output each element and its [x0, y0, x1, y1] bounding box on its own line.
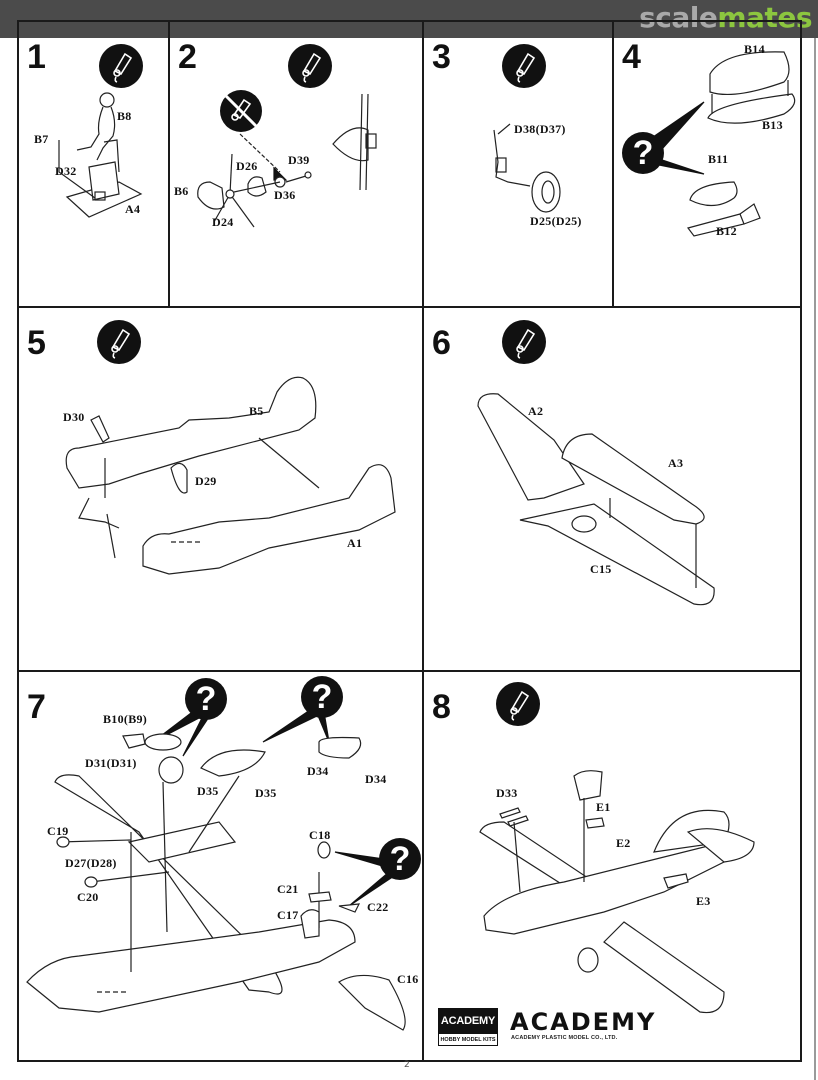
- option-question-icon: ?: [622, 132, 664, 174]
- part-label: C19: [47, 824, 69, 838]
- part-label: D39: [288, 153, 310, 167]
- part-label: D26: [236, 159, 258, 173]
- part-label: E1: [596, 800, 611, 814]
- part-label: C16: [397, 972, 419, 986]
- part-label: D33: [496, 786, 518, 800]
- step-5-panel: 5 D30 B5 D29 A1: [17, 306, 424, 672]
- part-label: D35: [197, 784, 219, 798]
- part-label: A2: [528, 404, 544, 418]
- part-label: B11: [708, 152, 729, 166]
- step-5-drawing: [65, 376, 396, 575]
- step-4-drawing: [639, 51, 796, 237]
- glue-icon: [97, 320, 141, 364]
- step-4-panel: 4 ? B14 B13 B11 B12: [612, 20, 802, 308]
- part-label: B10(B9): [103, 712, 148, 726]
- step-7-panel: 7 ? ? ? B10(B9) D31(D31) D35 D35 D34: [17, 670, 424, 1062]
- part-label: D31(D31): [85, 756, 137, 770]
- step-6-panel: 6 A2 A3 C15: [422, 306, 802, 672]
- step-number: 1: [27, 38, 46, 76]
- part-label: D36: [274, 188, 296, 202]
- academy-logo-box: ACADEMY HOBBY MODEL KITS: [438, 1008, 498, 1046]
- scalemates-watermark: scalemates: [639, 1, 812, 34]
- glue-icon: [502, 44, 546, 88]
- top-band: scalemates: [0, 0, 818, 38]
- part-label: B8: [117, 109, 132, 123]
- step-7-drawing: [26, 707, 406, 1031]
- page-edge: [814, 38, 816, 1080]
- step-number: 8: [432, 688, 451, 726]
- part-label: A3: [668, 456, 684, 470]
- part-label: D25(D25): [530, 214, 582, 228]
- glue-icon: [496, 682, 540, 726]
- no-glue-icon: [220, 90, 262, 132]
- part-label: B12: [716, 224, 737, 238]
- step-8-drawing: [479, 770, 755, 1014]
- part-label: C22: [367, 900, 389, 914]
- part-label: E2: [616, 836, 631, 850]
- part-label: A4: [125, 202, 141, 216]
- part-label: D30: [63, 410, 85, 424]
- step-number: 7: [27, 688, 46, 726]
- part-label: A1: [347, 536, 363, 550]
- part-label: D34: [307, 764, 329, 778]
- part-label: C21: [277, 882, 299, 896]
- step-number: 4: [622, 38, 641, 76]
- part-label: D24: [212, 215, 234, 229]
- step-1-drawing: [58, 92, 143, 218]
- part-label: D38(D37): [514, 122, 566, 136]
- option-question-icon: ?: [379, 838, 421, 880]
- part-label: C18: [309, 828, 331, 842]
- part-label: D29: [195, 474, 217, 488]
- part-label: D32: [55, 164, 77, 178]
- part-label: C17: [277, 908, 299, 922]
- step-number: 5: [27, 324, 46, 362]
- step-1-panel: 1 B8 B7 D32 A4: [17, 20, 170, 308]
- part-label: D27(D28): [65, 856, 117, 870]
- part-label: D35: [255, 786, 277, 800]
- part-label: C15: [590, 562, 612, 576]
- glue-icon: [502, 320, 546, 364]
- step-2-panel: 2 D26 D39 B6 D36 D24: [168, 20, 424, 308]
- glue-icon: [288, 44, 332, 88]
- option-question-icon: ?: [301, 676, 343, 718]
- glue-icon: [99, 44, 143, 88]
- part-label: B5: [249, 404, 264, 418]
- step-number: 6: [432, 324, 451, 362]
- option-question-icon: ?: [185, 678, 227, 720]
- part-label: D34: [365, 772, 387, 786]
- step-6-drawing: [477, 393, 715, 606]
- step-2-drawing: [197, 93, 377, 228]
- part-label: B6: [174, 184, 189, 198]
- academy-company-name: ACADEMY PLASTIC MODEL CO., LTD.: [511, 1035, 618, 1041]
- step-number: 2: [178, 38, 197, 76]
- part-label: B13: [762, 118, 783, 132]
- academy-wordmark: ACADEMY: [510, 1008, 657, 1036]
- step-8-panel: 8 D33 E1 E2 E3: [422, 670, 802, 1062]
- step-3-panel: 3 D38(D37) D25(D25): [422, 20, 614, 308]
- part-label: B14: [744, 42, 765, 56]
- page-number: 2: [404, 1060, 410, 1070]
- part-label: C20: [77, 890, 99, 904]
- part-label: E3: [696, 894, 711, 908]
- step-3-drawing: [493, 123, 561, 213]
- step-number: 3: [432, 38, 451, 76]
- part-label: B7: [34, 132, 49, 146]
